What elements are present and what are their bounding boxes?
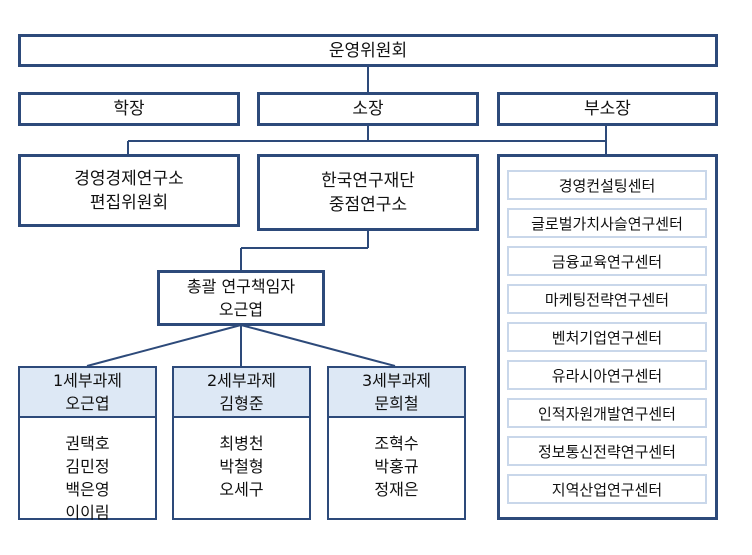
school-dean-label: 학장 <box>113 99 145 119</box>
subproject-2-members: 최병천 박철형 오세구 <box>172 418 311 520</box>
center-label: 지역산업연구센터 <box>551 480 663 499</box>
member-name: 권택호 <box>65 434 110 453</box>
center-item: 지역산업연구센터 <box>507 474 707 504</box>
pi-title: 총괄 연구책임자 <box>186 277 296 296</box>
research-foundation-box: 한국연구재단 중점연구소 <box>257 154 479 231</box>
member-name: 박홍규 <box>374 457 419 476</box>
committee-label: 운영위원회 <box>328 40 408 61</box>
member-name: 김민정 <box>65 457 110 476</box>
subproject-3-members: 조혁수 박홍규 정재은 <box>327 418 466 520</box>
vice-director-box: 부소장 <box>497 92 718 126</box>
vice-director-label: 부소장 <box>584 99 631 119</box>
member-name: 백은영 <box>65 480 110 499</box>
connector-pi-sub3 <box>240 324 396 367</box>
subproject-leader: 문희철 <box>374 394 419 413</box>
member-name: 오세구 <box>219 480 264 499</box>
member-name: 이이림 <box>65 503 110 522</box>
subproject-1-members: 권택호 김민정 백은영 이이림 <box>18 418 157 522</box>
member-name: 정재은 <box>374 480 419 499</box>
center-label: 경영컨설팅센터 <box>558 176 656 195</box>
subproject-leader: 오근엽 <box>65 394 110 413</box>
pi-name: 오근엽 <box>218 300 264 319</box>
subproject-3-header: 3세부과제 문희철 <box>327 366 466 418</box>
director-label: 소장 <box>352 99 384 119</box>
foundation-line-2: 중점연구소 <box>328 194 408 215</box>
center-label: 글로벌가치사슬연구센터 <box>531 214 683 233</box>
member-name: 조혁수 <box>374 434 419 453</box>
center-item: 경영컨설팅센터 <box>507 170 707 200</box>
center-label: 유라시아연구센터 <box>551 366 663 385</box>
subproject-leader: 김형준 <box>219 394 264 413</box>
center-label: 마케팅전략연구센터 <box>544 290 670 309</box>
subproject-2-header: 2세부과제 김형준 <box>172 366 311 418</box>
editorial-committee-box: 경영경제연구소 편집위원회 <box>18 154 240 227</box>
subproject-title: 3세부과제 <box>361 371 432 390</box>
center-label: 금융교육연구센터 <box>551 252 663 271</box>
center-item: 인적자원개발연구센터 <box>507 398 707 428</box>
foundation-line-1: 한국연구재단 <box>321 170 415 191</box>
center-item: 유라시아연구센터 <box>507 360 707 390</box>
connector-pi-sub1 <box>86 324 242 367</box>
center-item: 벤처기업연구센터 <box>507 322 707 352</box>
center-item: 마케팅전략연구센터 <box>507 284 707 314</box>
center-label: 정보통신전략연구센터 <box>537 442 676 461</box>
editorial-line-1: 경영경제연구소 <box>74 168 184 189</box>
center-label: 벤처기업연구센터 <box>551 328 663 347</box>
member-name: 최병천 <box>219 434 264 453</box>
subproject-title: 2세부과제 <box>206 371 277 390</box>
committee-box: 운영위원회 <box>18 34 718 67</box>
subproject-title: 1세부과제 <box>52 371 123 390</box>
subproject-1-header: 1세부과제 오근엽 <box>18 366 157 418</box>
director-box: 소장 <box>257 92 479 126</box>
center-item: 정보통신전략연구센터 <box>507 436 707 466</box>
center-item: 글로벌가치사슬연구센터 <box>507 208 707 238</box>
center-item: 금융교육연구센터 <box>507 246 707 276</box>
principal-investigator-box: 총괄 연구책임자 오근엽 <box>157 270 325 326</box>
center-label: 인적자원개발연구센터 <box>537 404 676 423</box>
member-name: 박철형 <box>219 457 264 476</box>
school-dean-box: 학장 <box>18 92 240 126</box>
editorial-line-2: 편집위원회 <box>89 192 169 213</box>
